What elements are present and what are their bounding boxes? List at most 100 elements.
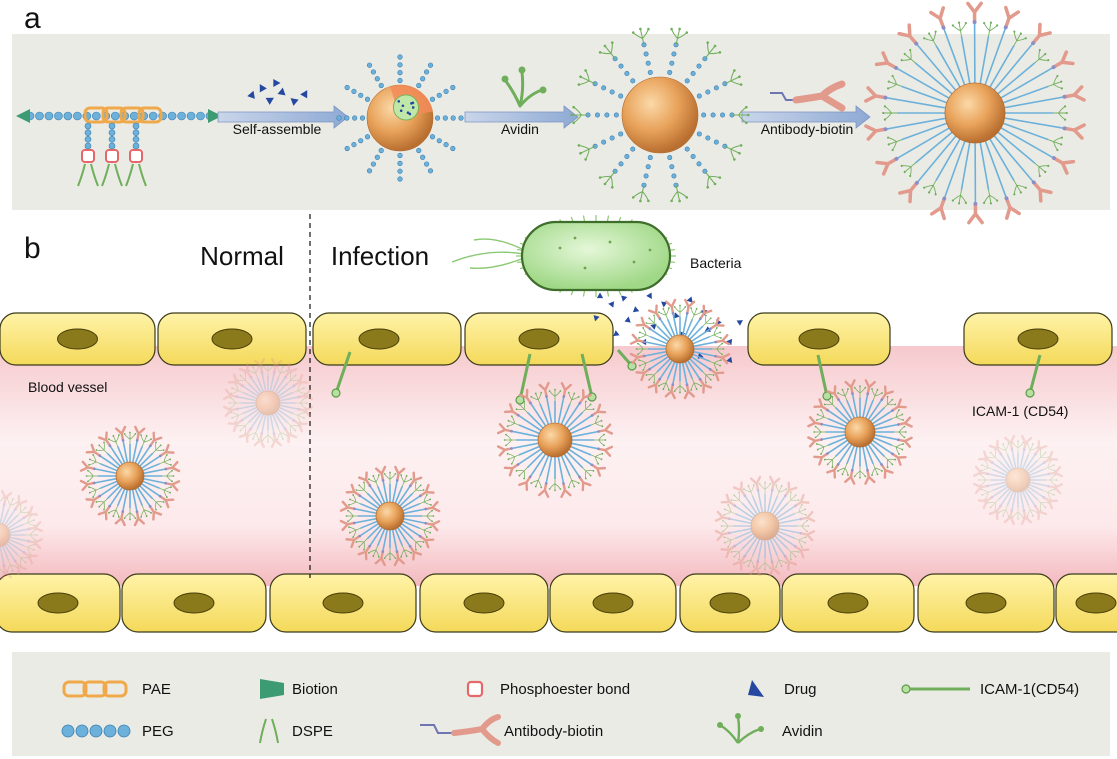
avidin-mark [743, 484, 755, 497]
peg-arm [741, 502, 757, 518]
peg-arm [861, 445, 869, 472]
peg-arm [398, 524, 414, 540]
peg-arm [692, 341, 717, 348]
drug-triangle [686, 296, 693, 303]
peg-arm [557, 395, 565, 426]
targeted-nanoparticle [629, 298, 731, 400]
antibody-mark [799, 510, 816, 523]
avidin-mark [582, 467, 595, 480]
antibody-mark [635, 316, 652, 331]
targeted-nanoparticle [807, 379, 913, 485]
peg-arm [569, 442, 600, 450]
peg-arm [999, 488, 1013, 507]
particle-core [537, 422, 573, 458]
peg-bead [669, 164, 675, 170]
peg-arm [943, 138, 967, 200]
step-avidin-label: Avidin [501, 121, 539, 137]
peg-arm [116, 445, 126, 465]
peg-bead [167, 111, 177, 121]
antibody-mark [988, 504, 1003, 521]
peg-arm [777, 518, 802, 525]
peg-arm [868, 407, 885, 424]
peg-arm [1026, 461, 1045, 475]
antibody-mark [708, 316, 725, 331]
avidin-mark [276, 428, 289, 441]
biotin-cone-icon [260, 679, 284, 699]
peg-bead [129, 111, 139, 121]
avidin-mark [419, 526, 432, 538]
antibody-mark [664, 383, 676, 400]
peg-arm [8, 536, 30, 543]
peg-bead [397, 62, 403, 68]
antibody-mark [720, 493, 737, 508]
avidin-mark [886, 136, 902, 152]
peg-arm [656, 357, 672, 373]
antibody-mark [222, 388, 239, 400]
avidin-mark [853, 385, 867, 398]
peg-arm [837, 398, 854, 422]
peg-arm [402, 508, 427, 515]
peg-arm [986, 481, 1008, 487]
cell-nucleus [798, 328, 840, 350]
avidin-mark [1037, 499, 1050, 512]
drug-dot [406, 111, 410, 115]
antibody-mark [408, 544, 423, 561]
peg-arm [873, 433, 900, 441]
peg-arm [1, 544, 10, 561]
antibody-mark [22, 505, 39, 520]
peg-arm [1027, 468, 1044, 477]
avidin-mark [577, 69, 596, 86]
peg-bead [705, 89, 711, 95]
avidin-mark [997, 442, 1010, 455]
peg-arm [671, 361, 679, 386]
avidin-mark [794, 504, 807, 516]
antibody-mark [270, 432, 283, 449]
avidin-mark [95, 441, 108, 454]
avidin-mark [797, 519, 810, 533]
peg-bead [442, 115, 448, 121]
peg-bead [344, 84, 350, 91]
avidin-mark [670, 27, 689, 45]
avidin-mark [515, 467, 528, 480]
antibody-mark [253, 432, 265, 449]
antibody-mark [283, 427, 298, 444]
antibody-mark [518, 475, 532, 492]
antibody-mark [1042, 495, 1059, 510]
antibody-mark [1062, 85, 1086, 102]
cell-nucleus [1075, 592, 1117, 614]
peg-bead [44, 111, 54, 121]
avidin-mark [837, 463, 849, 476]
peg-arm [690, 327, 712, 343]
peg-arm [991, 485, 1010, 499]
avidin-mark [690, 307, 702, 320]
antibody-mark [768, 560, 781, 577]
avidin-mark [631, 185, 650, 203]
peg-arm [826, 409, 850, 426]
antibody-mark [394, 465, 406, 482]
peg-bead [450, 84, 456, 91]
drug-triangle [621, 295, 628, 302]
antibody-mark [148, 504, 163, 521]
particle-core [621, 76, 699, 154]
peg-arm [261, 371, 267, 393]
antibody-mark [875, 156, 899, 176]
peg-bead [671, 51, 677, 57]
peg-bead [132, 142, 140, 150]
avidin-mark [813, 425, 826, 439]
peg-bead [148, 111, 158, 121]
avidin-mark [590, 415, 604, 428]
peg-arm [400, 522, 422, 538]
peg-arm [978, 36, 990, 87]
avidin-mark [1011, 507, 1025, 520]
antibody-mark [749, 560, 761, 577]
antibody-particle [864, 1, 1086, 225]
avidin-mark [17, 503, 30, 516]
peg-bead [364, 134, 371, 140]
antibody-mark [1003, 5, 1020, 30]
avidin-mark [598, 41, 616, 60]
antibody-mark [13, 559, 28, 576]
peg-arm [837, 442, 854, 466]
cell-nucleus [358, 328, 400, 350]
drug-triangle [736, 320, 743, 326]
